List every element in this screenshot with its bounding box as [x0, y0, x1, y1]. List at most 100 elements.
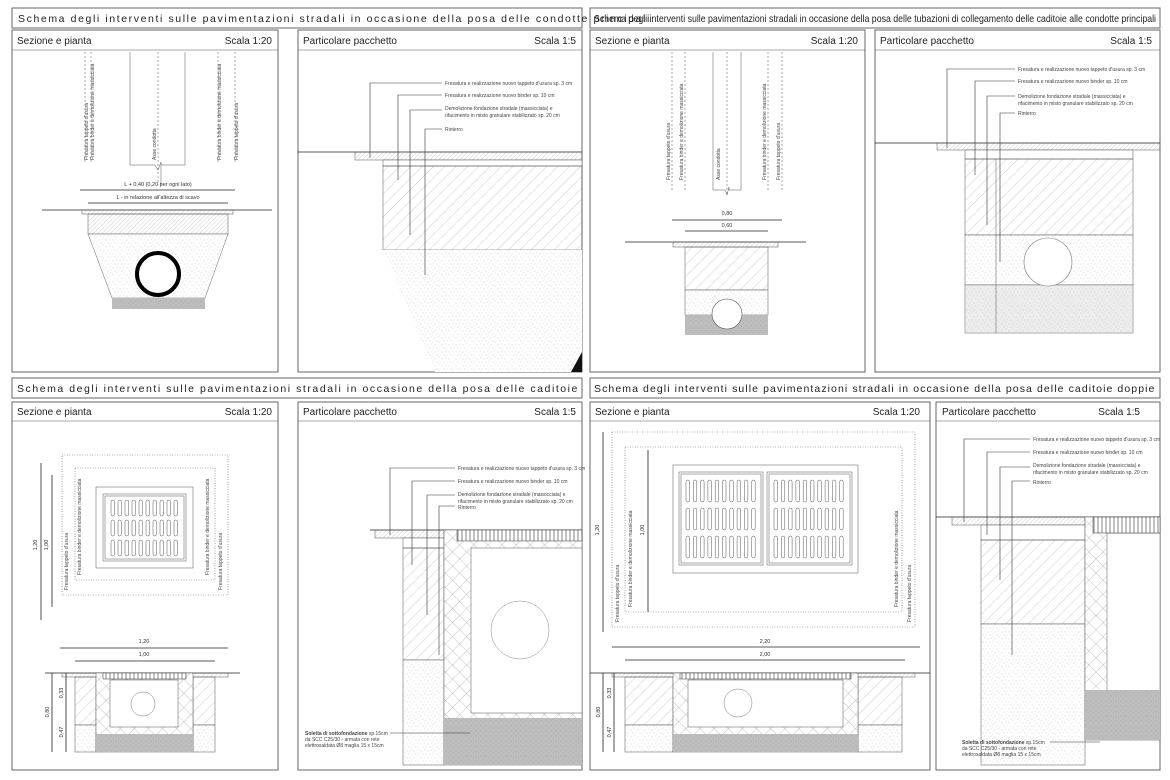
grate-slot	[773, 507, 778, 531]
panel-sezione-pianta: Sezione e pianta Scala 1:20 Fresatura ta…	[589, 401, 931, 771]
dimension-label: 1,20	[139, 639, 150, 645]
panel-scale: Scala 1:5	[534, 36, 576, 47]
layer-label: Fresatura e realizzazione nuovo binder s…	[1018, 79, 1128, 85]
plan-label: Fresatura binder e demolizione massiccia…	[217, 63, 223, 160]
grate-slot	[817, 507, 822, 531]
grate-slot	[729, 507, 734, 531]
soletta-thickness: sp.15cm	[368, 731, 388, 737]
panel-title: Sezione e pianta	[17, 407, 92, 418]
grate-slot	[166, 539, 171, 557]
grate-slot	[781, 507, 786, 531]
dimension-label: 0,33	[59, 688, 65, 699]
grate-slot	[145, 499, 150, 517]
plan-label: Fresatura binder e demolizione massiccia…	[679, 83, 685, 180]
plan-label: Fresatura tappeto d'usura	[64, 533, 70, 590]
grate-slot	[714, 479, 719, 503]
dimension-label: 0,47	[59, 727, 65, 738]
grate-slot	[117, 539, 122, 557]
layer-label: rifacimento in misto granulare stabilizz…	[1033, 470, 1148, 476]
plan-label: Fresatura binder e demolizione massiccia…	[762, 83, 768, 180]
section-title: Schema degli interventi sulle pavimentaz…	[18, 13, 651, 25]
grate-slot	[832, 479, 837, 503]
panel-title: Particolare pacchetto	[942, 407, 1036, 418]
section-tubazioni-collegamento: Schema degli interventi sulle pavimentaz…	[589, 7, 1161, 373]
grate-slot	[722, 479, 727, 503]
grate-slot	[124, 499, 129, 517]
dimension-label: 2,20	[760, 639, 771, 645]
grate-slot	[795, 535, 800, 559]
dimension-label: 0,60	[722, 223, 733, 229]
grate-slot	[131, 539, 136, 557]
section-caditoie: Schema degli interventi sulle pavimentaz…	[11, 377, 585, 771]
grate-slot	[124, 519, 129, 537]
grate-slot	[145, 519, 150, 537]
layer-label: Demolizione fondazione stradale (massicc…	[445, 106, 553, 112]
layer-label: rifacimento in misto granulare stabilizz…	[1018, 101, 1133, 107]
panel-title: Sezione e pianta	[595, 407, 670, 418]
layer-label: Fresatura e realizzazione nuovo tappeto …	[445, 81, 572, 87]
grate-slot	[736, 507, 741, 531]
dimension-label: 1,00	[640, 525, 646, 536]
grate-slot	[700, 507, 705, 531]
dimension-label: 0,80	[596, 707, 602, 718]
layer-label: Fresatura e realizzazione nuovo binder s…	[445, 93, 555, 99]
layer-label: Rinterro	[445, 127, 463, 133]
grate-slot	[714, 507, 719, 531]
grate-slot	[795, 479, 800, 503]
grate-slot	[817, 479, 822, 503]
grate-slot	[173, 519, 178, 537]
grate-slots	[110, 499, 178, 557]
grate-slot	[788, 479, 793, 503]
grate-slot	[810, 479, 815, 503]
grate-slot	[117, 519, 122, 537]
dimension-label: 2,00	[760, 652, 771, 658]
layer-label: Fresatura e realizzazione nuovo binder s…	[458, 479, 568, 485]
grate-slot	[124, 539, 129, 557]
grate-slot	[729, 535, 734, 559]
soletta-label: Soletta di sottofondazione sp.15cm	[962, 740, 1045, 746]
grate-slot	[824, 507, 829, 531]
layer-label: Demolizione fondazione stradale (massicc…	[458, 492, 566, 498]
grate-slot	[744, 507, 749, 531]
dimension-label: 1,00	[44, 540, 50, 551]
grate-slot	[722, 535, 727, 559]
grate-slot	[685, 535, 690, 559]
grate-slot	[131, 499, 136, 517]
grate-slot	[173, 499, 178, 517]
grate-slot	[693, 479, 698, 503]
grate-slot	[159, 539, 164, 557]
layer-label: Rinterro	[1018, 111, 1036, 117]
grate-slot	[685, 507, 690, 531]
dimension-label: 0,80	[722, 211, 733, 217]
layer-label: rifacimento in misto granulare stabilizz…	[458, 499, 573, 505]
grate-slot	[714, 535, 719, 559]
grate-slot	[152, 499, 157, 517]
soletta-title: Soletta di sottofondazione	[305, 731, 368, 737]
panel-scale: Scala 1:5	[1110, 36, 1152, 47]
grate-slot	[700, 479, 705, 503]
layer-label: rifacimento in misto granulare stabilizz…	[445, 113, 560, 119]
panel-scale: Scala 1:5	[534, 407, 576, 418]
grate-slot	[729, 479, 734, 503]
dimension-label: 1,20	[33, 540, 39, 551]
layer-label: Fresatura e realizzazione nuovo tappeto …	[1018, 67, 1145, 73]
plan-label: Asse condotta	[716, 148, 722, 180]
grate-slot	[788, 535, 793, 559]
panel-sezione-pianta: Sezione e pianta Scala 1:20 Fresatura ta…	[589, 29, 866, 373]
grate-slot	[145, 539, 150, 557]
grate-slot	[707, 535, 712, 559]
plan-label: Fresatura tappeto d'usura	[84, 103, 90, 160]
pipe-icon	[490, 600, 550, 660]
grate-slot	[138, 519, 143, 537]
layer-label: Rinterro	[1033, 480, 1051, 486]
grate-slot	[832, 507, 837, 531]
grate-slot	[788, 507, 793, 531]
dimension-label: 1,00	[139, 652, 150, 658]
grate-slot	[110, 519, 115, 537]
panel-title: Sezione e pianta	[595, 36, 670, 47]
grate-slot	[736, 479, 741, 503]
plan-label: Fresatura binder e demolizione massiccia…	[90, 63, 96, 160]
grate-slot	[152, 539, 157, 557]
plan-label: Fresatura binder e demolizione massiccia…	[205, 478, 211, 575]
grate-slot	[773, 535, 778, 559]
